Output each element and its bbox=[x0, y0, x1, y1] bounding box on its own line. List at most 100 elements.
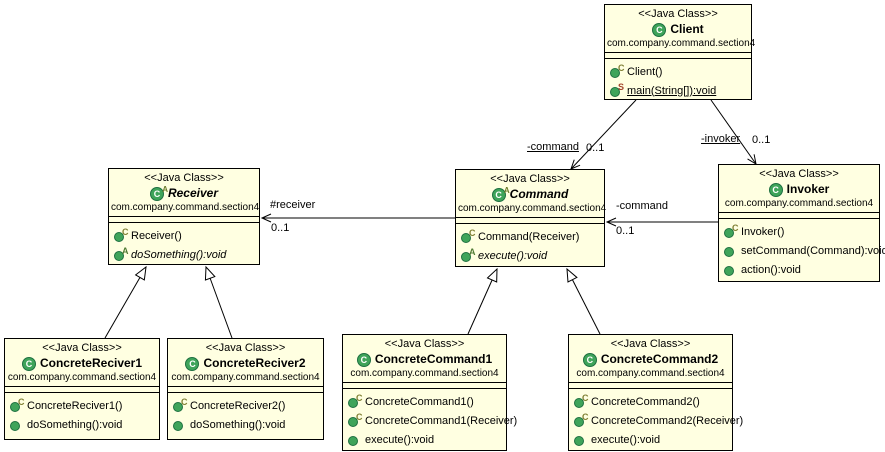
class-box-concretecommand1[interactable]: <<Java Class>> C ConcreteCommand1 com.co… bbox=[342, 334, 517, 451]
constructor-method-icon: C bbox=[574, 393, 589, 409]
class-name: ConcreteCommand1 bbox=[374, 352, 493, 366]
method-signature: execute():void bbox=[478, 249, 548, 262]
method-signature: Invoker() bbox=[741, 225, 785, 238]
public-method-icon bbox=[173, 418, 187, 432]
association-client-command[interactable] bbox=[570, 99, 637, 170]
class-header: <<Java Class>> C Client com.company.comm… bbox=[605, 5, 756, 53]
public-method-icon bbox=[724, 263, 738, 277]
method-signature: ConcreteCommand2(Receiver) bbox=[591, 414, 744, 427]
method-signature: Command(Receiver) bbox=[478, 230, 580, 243]
class-box-client[interactable]: <<Java Class>> C Client com.company.comm… bbox=[604, 4, 756, 100]
method-row: execute():void bbox=[348, 430, 504, 449]
method-signature: Client() bbox=[627, 65, 663, 78]
generalization-concretecommand2-command[interactable] bbox=[566, 267, 601, 335]
method-row: C Invoker() bbox=[724, 222, 877, 241]
edge-label-receiver[interactable]: #receiver bbox=[270, 199, 316, 211]
association-client-invoker[interactable] bbox=[710, 99, 757, 166]
method-signature: Receiver() bbox=[131, 229, 182, 242]
fields-compartment bbox=[109, 217, 259, 223]
generalization-concretereciver1-receiver[interactable] bbox=[104, 265, 147, 339]
class-header: <<Java Class>> C ConcreteReciver2 com.co… bbox=[168, 339, 323, 387]
class-box-concretecommand2[interactable]: <<Java Class>> C ConcreteCommand2 com.co… bbox=[568, 334, 743, 451]
method-row: setCommand(Command):void bbox=[724, 241, 885, 260]
fields-compartment bbox=[168, 387, 323, 393]
public-method-icon bbox=[724, 244, 738, 258]
class-box-concretereciver2[interactable]: <<Java Class>> C ConcreteReciver2 com.co… bbox=[167, 338, 324, 440]
stereotype: <<Java Class>> bbox=[610, 338, 691, 350]
package-name: com.company.command.section4 bbox=[458, 203, 607, 214]
method-signature: doSomething():void bbox=[190, 418, 286, 431]
fields-compartment bbox=[5, 387, 159, 393]
package-name: com.company.command.section4 bbox=[111, 202, 260, 213]
method-signature: ConcreteCommand1(Receiver) bbox=[365, 414, 518, 427]
method-signature: action():void bbox=[741, 263, 801, 276]
method-row: C ConcreteCommand1(Receiver) bbox=[348, 411, 517, 430]
constructor-method-icon: C bbox=[348, 393, 363, 409]
methods-compartment: C Invoker() setCommand(Command):void act… bbox=[719, 219, 885, 279]
edge-label-invoker[interactable]: -invoker bbox=[701, 133, 741, 145]
abstract-method-icon: A bbox=[114, 246, 129, 262]
static-method-icon: S bbox=[610, 82, 624, 98]
method-signature: execute():void bbox=[365, 433, 435, 446]
edge-mult-invoker[interactable]: 0..1 bbox=[752, 134, 771, 146]
class-name: ConcreteReciver2 bbox=[203, 356, 306, 370]
method-signature: main(String[]):void bbox=[627, 84, 717, 97]
stereotype: <<Java Class>> bbox=[384, 338, 465, 350]
constructor-method-icon: C bbox=[10, 397, 25, 413]
class-box-invoker[interactable]: <<Java Class>> C Invoker com.company.com… bbox=[718, 164, 885, 282]
fields-compartment bbox=[456, 218, 604, 224]
public-method-icon bbox=[10, 418, 24, 432]
method-signature: doSomething():void bbox=[131, 248, 227, 261]
class-box-concretereciver1[interactable]: <<Java Class>> C ConcreteReciver1 com.co… bbox=[4, 338, 160, 440]
package-name: com.company.command.section4 bbox=[607, 38, 756, 49]
method-row: C ConcreteCommand2(Receiver) bbox=[574, 411, 743, 430]
method-signature: ConcreteReciver2() bbox=[190, 399, 286, 412]
method-signature: setCommand(Command):void bbox=[741, 244, 885, 257]
methods-compartment: C Receiver() A doSomething():void bbox=[109, 223, 259, 264]
class-header: <<Java Class>> C ConcreteReciver1 com.co… bbox=[5, 339, 159, 387]
edge-mult-command[interactable]: 0..1 bbox=[586, 142, 605, 154]
stereotype: <<Java Class>> bbox=[144, 172, 224, 184]
package-name: com.company.command.section4 bbox=[171, 372, 320, 383]
constructor-method-icon: C bbox=[173, 397, 188, 413]
edge-label-command[interactable]: -command bbox=[527, 141, 579, 153]
class-name: Client bbox=[670, 22, 704, 36]
method-row: C ConcreteCommand1() bbox=[348, 392, 504, 411]
method-row: execute():void bbox=[574, 430, 730, 449]
constructor-method-icon: C bbox=[348, 412, 363, 428]
methods-compartment: C ConcreteReciver2() doSomething():void bbox=[168, 393, 323, 434]
method-row: C Client() bbox=[610, 62, 749, 81]
constructor-method-icon: C bbox=[610, 63, 625, 79]
fields-compartment bbox=[719, 213, 879, 219]
edge-mult-receiver[interactable]: 0..1 bbox=[271, 222, 290, 234]
stereotype: <<Java Class>> bbox=[205, 342, 286, 354]
method-row: C Command(Receiver) bbox=[461, 227, 602, 246]
method-signature: execute():void bbox=[591, 433, 661, 446]
constructor-method-icon: C bbox=[724, 223, 739, 239]
public-method-icon bbox=[574, 433, 588, 447]
stereotype: <<Java Class>> bbox=[759, 168, 839, 180]
class-header: <<Java Class>> C Invoker com.company.com… bbox=[719, 165, 879, 213]
class-header: <<Java Class>> C ConcreteCommand1 com.co… bbox=[343, 335, 506, 383]
stereotype: <<Java Class>> bbox=[490, 173, 570, 185]
java-class-icon: C bbox=[768, 182, 784, 197]
fields-compartment bbox=[343, 383, 506, 389]
method-signature: ConcreteReciver1() bbox=[27, 399, 123, 412]
edge-mult-command2[interactable]: 0..1 bbox=[616, 225, 635, 237]
method-signature: ConcreteCommand1() bbox=[365, 395, 474, 408]
generalization-concretecommand1-command[interactable] bbox=[467, 267, 498, 335]
method-row: C ConcreteReciver1() bbox=[10, 396, 157, 415]
class-header: <<Java Class>> C ConcreteCommand2 com.co… bbox=[569, 335, 732, 383]
edge-label-command2[interactable]: -command bbox=[616, 200, 668, 212]
method-row: doSomething():void bbox=[10, 415, 157, 434]
class-name: Invoker bbox=[786, 182, 830, 196]
methods-compartment: C ConcreteReciver1() doSomething():void bbox=[5, 393, 159, 434]
method-row: doSomething():void bbox=[173, 415, 321, 434]
class-name: Command bbox=[509, 187, 569, 201]
generalization-concretereciver2-receiver[interactable] bbox=[204, 265, 233, 339]
